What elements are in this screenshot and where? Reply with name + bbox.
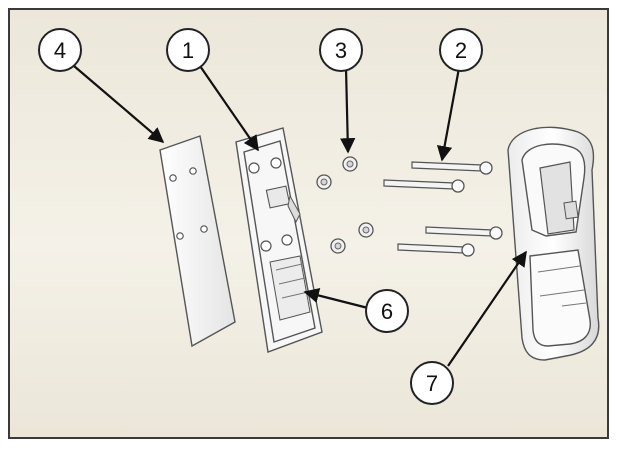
outer-housing-part — [507, 126, 600, 361]
leader-7 — [447, 250, 527, 367]
washers-part — [316, 156, 374, 254]
leader-4 — [73, 65, 165, 144]
leader-3 — [339, 67, 356, 154]
callout-2-label: 2 — [455, 38, 467, 63]
callout-3: 3 — [319, 28, 363, 72]
leader-6 — [303, 287, 369, 310]
screws-part — [383, 161, 503, 257]
inner-chassis-part — [235, 127, 323, 353]
leader-1 — [199, 65, 259, 152]
callout-3-label: 3 — [335, 38, 347, 63]
callout-1-label: 1 — [182, 38, 194, 63]
callout-7: 7 — [410, 361, 454, 405]
callout-1: 1 — [166, 28, 210, 72]
callout-6-label: 6 — [381, 299, 393, 324]
callout-4: 4 — [38, 28, 82, 72]
callout-7-label: 7 — [426, 371, 438, 396]
callout-6: 6 — [365, 289, 409, 333]
diagram-frame — [8, 8, 609, 439]
back-plate-part — [159, 135, 236, 348]
callout-2: 2 — [439, 28, 483, 72]
leader-2 — [436, 67, 461, 162]
callout-4-label: 4 — [54, 38, 66, 63]
